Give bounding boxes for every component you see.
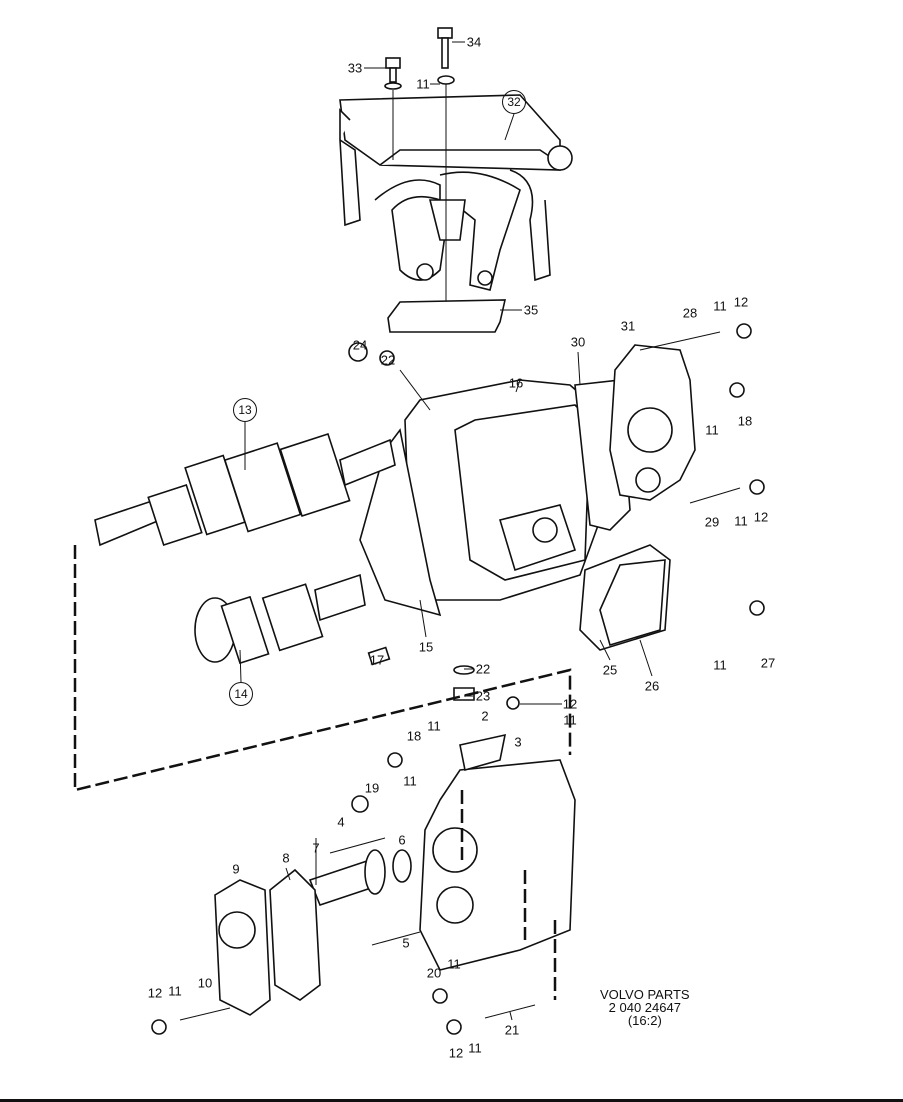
callout-30: 30 [570, 334, 586, 350]
callout-7: 7 [312, 840, 320, 856]
shift-fork-assembly-32 [339, 94, 573, 291]
callout-4: 4 [337, 814, 345, 830]
gasket-15 [359, 428, 442, 617]
callout-18: 18 [406, 728, 422, 744]
callout-23: 23 [475, 688, 491, 704]
bottom-rule [0, 1099, 903, 1102]
callout-8: 8 [282, 850, 290, 866]
callout-34: 34 [466, 34, 482, 50]
callout-15: 15 [418, 639, 434, 655]
callout-31: 31 [620, 318, 636, 334]
callout-20: 20 [426, 965, 442, 981]
extension-7 [308, 849, 412, 906]
front-housing [419, 733, 576, 971]
callout-28: 28 [682, 305, 698, 321]
housing-16 [404, 379, 611, 601]
callout-19: 19 [364, 780, 380, 796]
callout-11: 11 [416, 76, 430, 92]
callout-35: 35 [523, 302, 539, 318]
part-number: 2 040 24647 [608, 1000, 681, 1015]
callout-12: 12 [147, 985, 163, 1001]
callout-12: 12 [733, 294, 749, 310]
callout-32: 32 [502, 90, 526, 114]
callout-27: 27 [760, 655, 776, 671]
countershaft-14 [194, 573, 391, 666]
callout-11: 11 [447, 956, 461, 972]
callout-25: 25 [602, 662, 618, 678]
bolts-top [384, 27, 455, 330]
callout-11: 11 [563, 712, 577, 728]
callout-10: 10 [197, 975, 213, 991]
callout-11: 11 [403, 773, 417, 789]
callout-13: 13 [233, 398, 257, 422]
callout-33: 33 [347, 60, 363, 76]
callout-11: 11 [168, 983, 182, 999]
callout-11: 11 [427, 718, 441, 734]
callout-12: 12 [753, 509, 769, 525]
callout-22: 22 [475, 661, 491, 677]
gasket-8 [269, 868, 321, 1001]
callout-11: 11 [713, 657, 727, 673]
callout-14: 14 [229, 682, 253, 706]
callout-17: 17 [369, 652, 385, 668]
gasket-35 [387, 299, 507, 333]
cover-9 [214, 879, 271, 1016]
callout-9: 9 [232, 861, 240, 877]
callout-11: 11 [468, 1040, 482, 1056]
callout-26: 26 [644, 678, 660, 694]
callout-29: 29 [704, 514, 720, 530]
small-bolts [151, 323, 765, 1035]
callout-12: 12 [562, 696, 578, 712]
rear-cover-31 [609, 344, 696, 501]
callout-12: 12 [448, 1045, 464, 1061]
callout-16: 16 [508, 375, 524, 391]
callout-11: 11 [734, 513, 748, 529]
mainshaft-13 [94, 432, 396, 547]
callout-18: 18 [737, 413, 753, 429]
callout-24: 24 [352, 337, 368, 353]
callout-21: 21 [504, 1022, 520, 1038]
callout-11: 11 [705, 422, 719, 438]
leader-lines [239, 41, 653, 1021]
part-reference: VOLVO PARTS 2 040 24647 (16:2) [600, 988, 690, 1027]
callout-22: 22 [380, 352, 396, 368]
callout-11: 11 [713, 298, 727, 314]
callout-2: 2 [481, 708, 489, 724]
brand-label: VOLVO PARTS [600, 987, 690, 1002]
callout-6: 6 [398, 832, 406, 848]
callout-5: 5 [402, 935, 410, 951]
callout-3: 3 [514, 734, 522, 750]
side-cover-26 [579, 544, 671, 651]
alignment-dashes [73, 545, 572, 792]
section-code: (16:2) [627, 1013, 662, 1028]
